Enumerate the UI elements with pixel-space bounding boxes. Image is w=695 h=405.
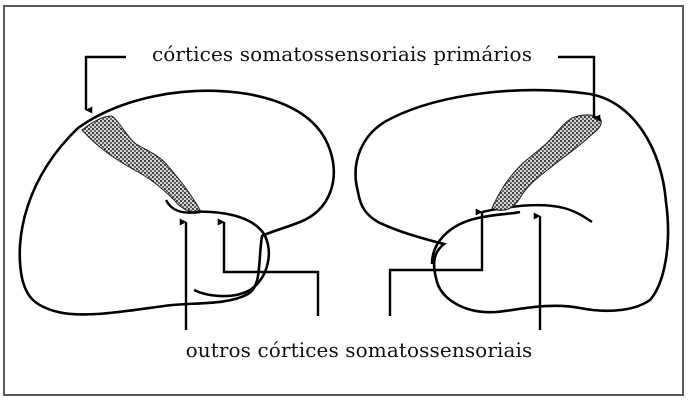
other-cortices-label: outros córtices somatossensoriais — [181, 338, 537, 362]
right-primary-somatosensory-cortex — [492, 115, 601, 210]
right-arrow-1 — [390, 212, 482, 316]
primary-cortex-arrows — [86, 57, 594, 118]
left-temporal-lobe-outline — [188, 212, 269, 296]
right-temporal-lobe-outline — [432, 212, 520, 264]
top-right-arrow — [558, 57, 594, 118]
right-hemisphere — [356, 90, 668, 312]
primary-cortices-label: córtices somatossensoriais primários — [141, 42, 543, 66]
left-primary-somatosensory-cortex — [82, 116, 200, 212]
left-hemisphere — [20, 91, 334, 315]
top-left-arrow — [86, 57, 126, 110]
left-arrow-2 — [224, 222, 318, 316]
